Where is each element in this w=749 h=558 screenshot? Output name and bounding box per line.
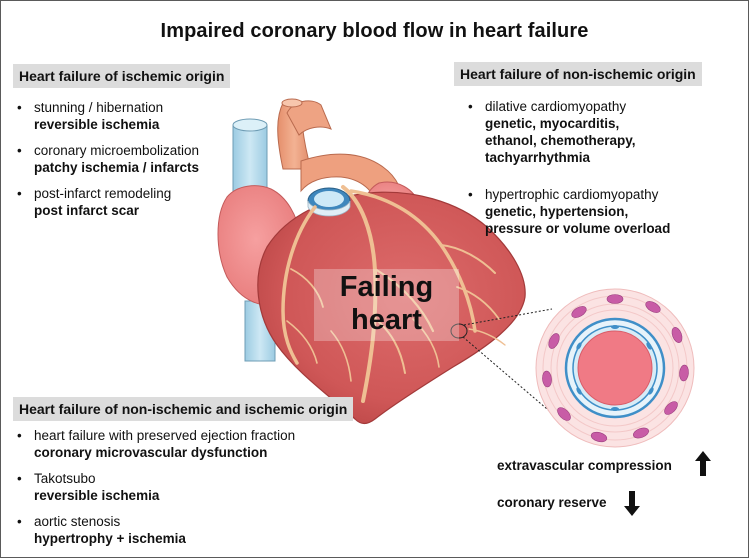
- item-text: hypertrophic cardiomyopathy: [485, 187, 659, 202]
- failing-heart-line-1: Failing: [339, 271, 434, 303]
- aortic-valve: [307, 187, 351, 217]
- list-item: heart failure with preserved ejection fr…: [13, 427, 373, 461]
- item-text: Takotsubo: [34, 471, 96, 486]
- item-text: stunning / hibernation: [34, 100, 164, 115]
- arrow-down-icon: [624, 491, 640, 516]
- item-text: dilative cardiomyopathy: [485, 99, 627, 114]
- item-text: heart failure with preserved ejection fr…: [34, 428, 296, 443]
- non-ischemic-list: dilative cardiomyopathy genetic, myocard…: [464, 98, 734, 246]
- ischemic-list: stunning / hibernation reversible ischem…: [13, 99, 263, 228]
- item-text: aortic stenosis: [34, 514, 121, 529]
- item-bold-text: hypertrophy + ischemia: [34, 531, 186, 546]
- item-bold-text: pressure or volume overload: [485, 221, 671, 236]
- list-item: stunning / hibernation reversible ischem…: [13, 99, 263, 133]
- item-bold-text: patchy ischemia / infarcts: [34, 160, 200, 175]
- mixed-list: heart failure with preserved ejection fr…: [13, 427, 373, 556]
- item-bold-text: genetic, hypertension,: [485, 204, 629, 219]
- ischemic-header: Heart failure of ischemic origin: [13, 64, 231, 88]
- item-bold-text: genetic, myocarditis,: [485, 116, 620, 131]
- item-text: coronary microembolization: [34, 143, 200, 158]
- item-bold-text: ethanol, chemotherapy,: [485, 133, 636, 148]
- list-item: post-infarct remodeling post infarct sca…: [13, 185, 263, 219]
- failing-heart-line-2: heart: [351, 304, 422, 336]
- vessel-cross-section: [535, 288, 695, 448]
- failing-heart-label: Failing heart: [314, 271, 459, 337]
- item-bold-text: post infarct scar: [34, 203, 140, 218]
- list-item: Takotsubo reversible ischemia: [13, 470, 373, 504]
- item-bold-text: coronary microvascular dysfunction: [34, 445, 268, 460]
- list-item: aortic stenosis hypertrophy + ischemia: [13, 513, 373, 547]
- non-ischemic-header: Heart failure of non-ischemic origin: [454, 62, 702, 86]
- list-item: dilative cardiomyopathy genetic, myocard…: [464, 98, 734, 166]
- mixed-header: Heart failure of non-ischemic and ischem…: [13, 397, 354, 421]
- coronary-arteries: [281, 185, 506, 403]
- reserve-label: coronary reserve: [497, 495, 607, 510]
- zoom-marker: [450, 308, 562, 422]
- failing-heart-label-bg: [314, 269, 459, 341]
- arrow-up-icon: [695, 451, 711, 476]
- item-text: post-infarct remodeling: [34, 186, 172, 201]
- item-bold-text: reversible ischemia: [34, 488, 160, 503]
- item-bold-text: tachyarrhythmia: [485, 150, 591, 165]
- diagram-title: Impaired coronary blood flow in heart fa…: [160, 20, 589, 42]
- item-bold-text: reversible ischemia: [34, 117, 160, 132]
- list-item: hypertrophic cardiomyopathy genetic, hyp…: [464, 186, 734, 237]
- list-item: coronary microembolization patchy ischem…: [13, 142, 263, 176]
- compression-label: extravascular compression: [497, 458, 672, 473]
